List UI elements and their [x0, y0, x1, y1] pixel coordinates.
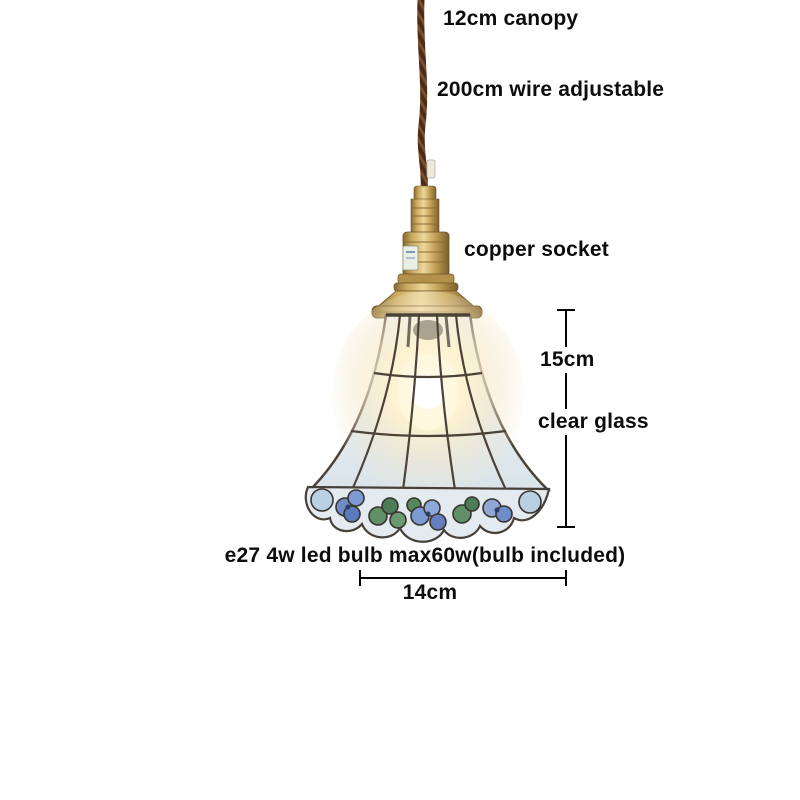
- wire-label: 200cm wire adjustable: [437, 78, 665, 101]
- stained-glass-flower-rim: [304, 485, 551, 543]
- clear-glass-label: clear glass: [534, 409, 653, 435]
- glass-shade: [304, 291, 552, 543]
- shade-width-label: 14cm: [402, 581, 458, 604]
- socket-label: copper socket: [464, 238, 609, 261]
- wire-tag: [426, 159, 436, 179]
- width-dimension-line: [359, 570, 567, 586]
- canopy-label: 12cm canopy: [443, 7, 579, 30]
- shade-height-label: 15cm: [536, 347, 599, 373]
- pendant-wire: [417, 0, 436, 196]
- bulb-spec-label: e27 4w led bulb max60w(bulb included): [224, 544, 626, 567]
- shade-leading-lines: [350, 314, 507, 491]
